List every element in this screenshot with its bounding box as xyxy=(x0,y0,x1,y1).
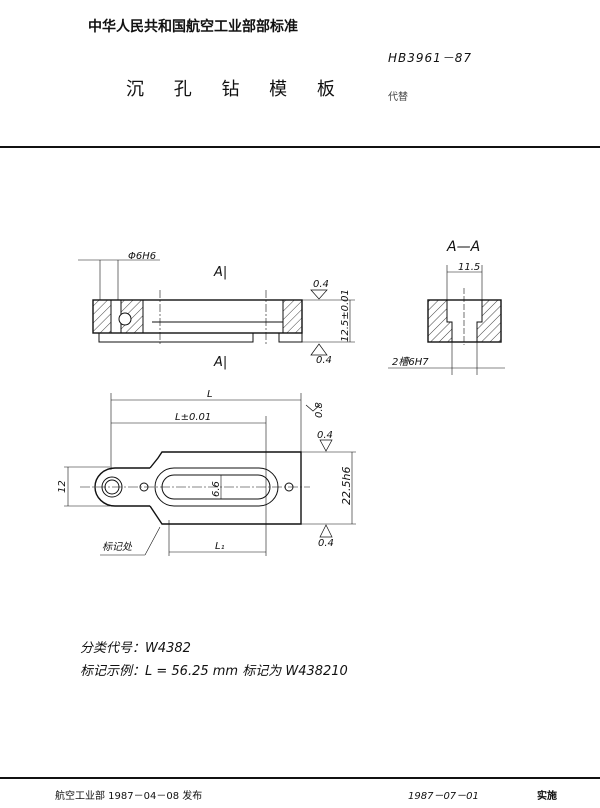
section-mark-top: A| xyxy=(213,265,227,280)
standard-code: HB3961－87 xyxy=(388,51,473,65)
roughness-end: 0.8 xyxy=(314,402,325,418)
effective-date: 1987－07－01 xyxy=(408,791,479,802)
marking-location: 标记处 xyxy=(102,541,133,553)
issue-info: 航空工业部 1987－04－08 发布 xyxy=(55,791,203,802)
document-title: 沉 孔 钻 模 板 xyxy=(126,79,347,100)
issuing-organization: 中华人民共和国航空工业部部标准 xyxy=(88,19,298,35)
roughness-plan-top: 0.4 xyxy=(317,430,333,441)
section-a-a xyxy=(388,265,505,375)
length-dimension: L xyxy=(207,389,213,400)
marking-example: 标记示例：L = 56.25 mm 标记为 W438210 xyxy=(80,664,348,679)
lobe-dimension: 12 xyxy=(57,480,68,493)
width-dimension: 22.5h6 xyxy=(340,467,353,505)
slot-width-dimension: 6.6 xyxy=(211,481,222,497)
plan-view xyxy=(64,393,356,556)
roughness-bottom: 0.4 xyxy=(316,355,332,366)
classification-code: 分类代号：W4382 xyxy=(80,641,191,656)
footer-divider xyxy=(0,777,600,779)
effective-label: 实施 xyxy=(537,791,557,802)
replaces-label: 代替 xyxy=(388,92,408,103)
roughness-plan-bottom: 0.4 xyxy=(318,538,334,549)
header-divider xyxy=(0,146,600,148)
slot-length-dimension: L₁ xyxy=(215,541,225,552)
section-title: A—A xyxy=(446,239,480,255)
hole-dimension: Φ6H6 xyxy=(128,251,156,262)
section-width-dimension: 11.5 xyxy=(458,262,480,273)
side-view xyxy=(78,259,355,356)
slot-note: 2槽6H7 xyxy=(392,356,429,368)
pin-hole xyxy=(118,312,132,326)
roughness-top: 0.4 xyxy=(313,279,329,290)
hole-distance-dimension: L±0.01 xyxy=(175,412,211,423)
section-mark-bottom: A| xyxy=(213,355,227,370)
side-view-flange xyxy=(98,332,254,343)
height-dimension: 12.5±0.01 xyxy=(340,289,351,342)
